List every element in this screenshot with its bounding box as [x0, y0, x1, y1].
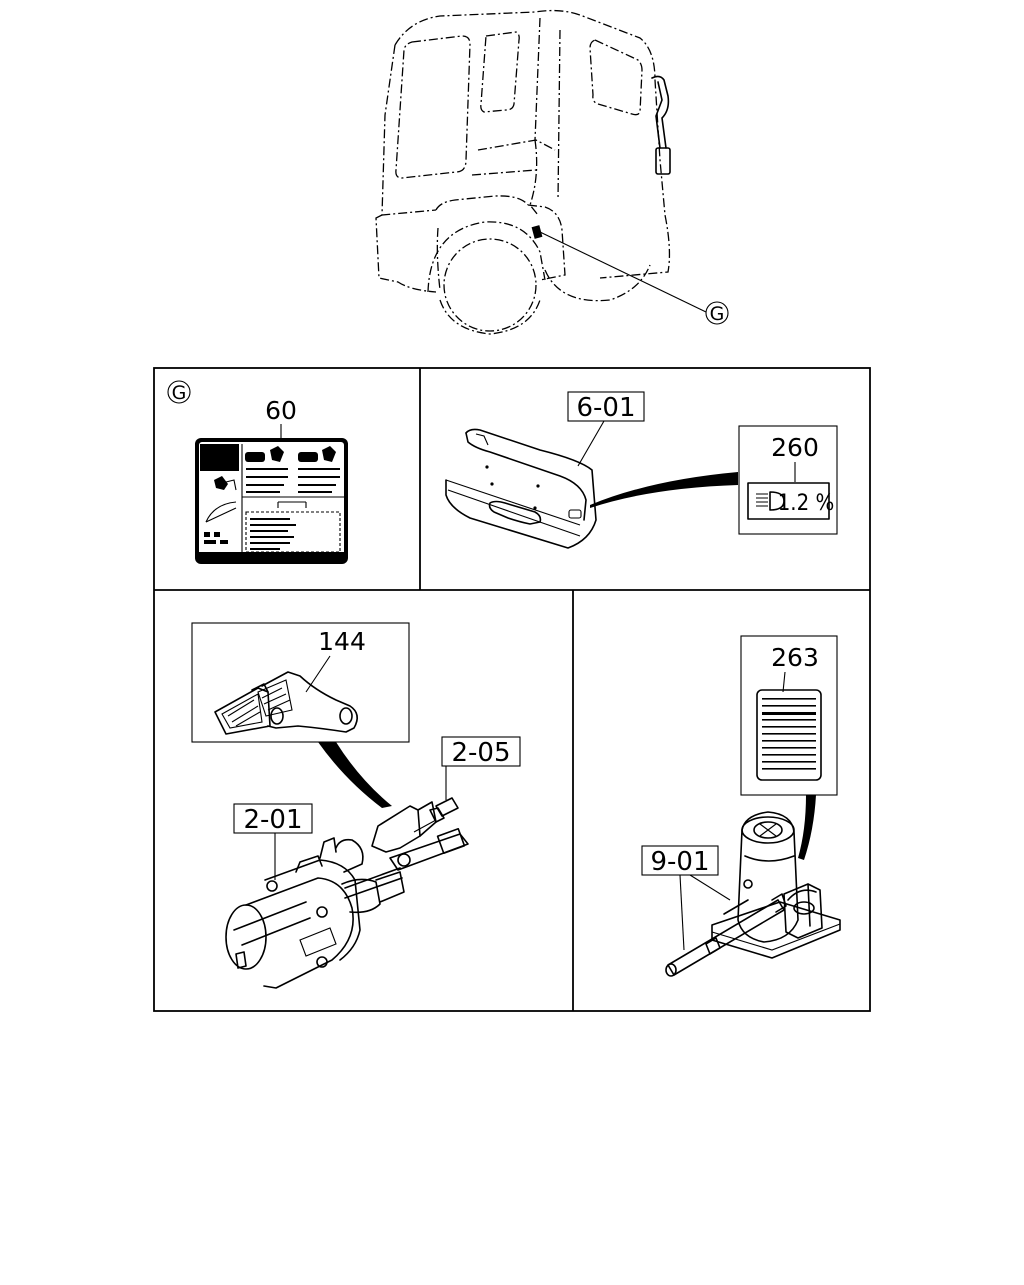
warning-label-60 — [195, 438, 348, 564]
callout-g-text: G — [710, 303, 725, 325]
callout-g-marker: G — [705, 301, 729, 325]
aim-value: 1.2 % — [778, 490, 835, 515]
headlamp-icon — [756, 491, 785, 511]
ref-box-6-01: 6-01 — [567, 391, 645, 423]
ref-box-9-01: 9-01 — [641, 845, 719, 877]
ref-box-2-05: 2-05 — [441, 736, 521, 768]
truck-cab-illustration — [375, 9, 707, 335]
clutch-booster-illustration — [225, 801, 469, 989]
bracket-detail-144: 144 — [191, 622, 410, 743]
ref-263: 263 — [771, 643, 819, 672]
ref-144: 144 — [318, 627, 366, 656]
svg-text:2-01: 2-01 — [243, 805, 302, 835]
ref-box-2-01: 2-01 — [233, 803, 313, 835]
bottle-jack-illustration — [665, 811, 841, 977]
jack-label-263: 263 — [740, 635, 838, 796]
ref-260: 260 — [771, 433, 819, 462]
panel-label-60: G 60 — [167, 380, 348, 564]
svg-text:6-01: 6-01 — [576, 393, 635, 423]
bolt-2-05 — [413, 797, 459, 833]
panel-bracket-booster: 144 2-05 2-01 — [191, 622, 521, 989]
front-bumper-illustration — [445, 428, 597, 549]
panel-g-title: G — [172, 382, 187, 404]
panel-jack: 263 9-01 — [641, 635, 841, 977]
panel-bumper: 6-01 260 1.2 % — [445, 391, 838, 549]
svg-text:9-01: 9-01 — [650, 847, 709, 877]
panel-frames — [153, 367, 871, 1012]
ref-60: 60 — [265, 396, 297, 425]
svg-text:2-05: 2-05 — [451, 738, 510, 768]
headlamp-aim-label-260: 260 1.2 % — [738, 425, 838, 535]
